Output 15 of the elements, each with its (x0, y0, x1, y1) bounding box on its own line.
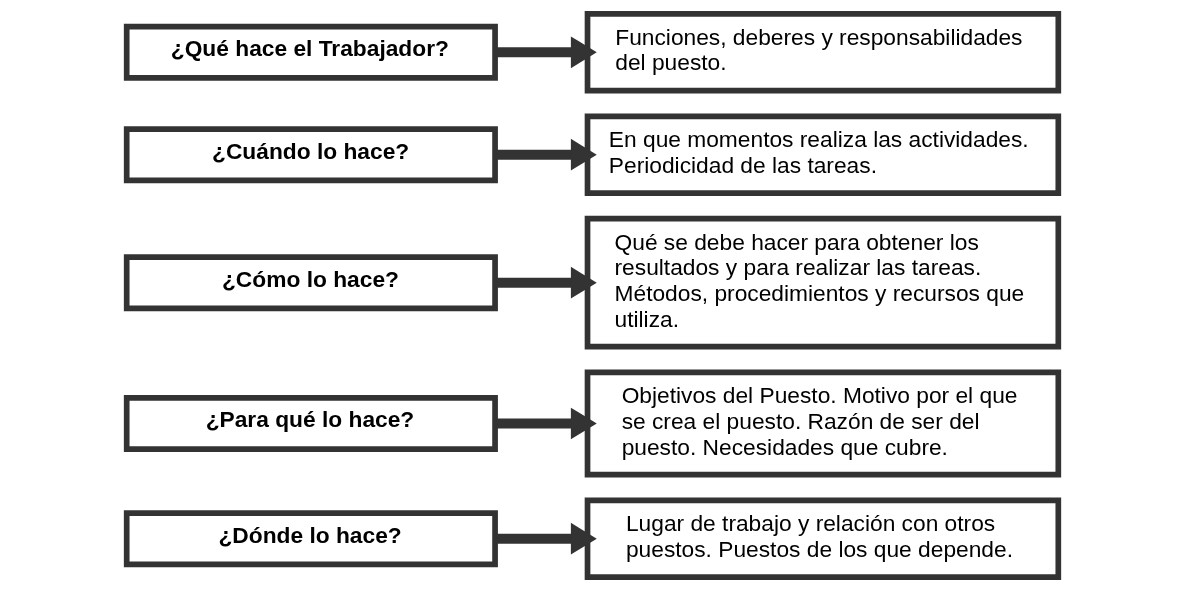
arrow (494, 266, 597, 299)
node-box: En que momentos realiza las actividades. Periodicidad de las tareas. (584, 113, 1061, 196)
node-box: ¿Qué hace el Trabajador? (123, 23, 498, 81)
node-box: Lugar de trabajo y relación con otros puestos. Puestos de los que depende. (584, 497, 1061, 580)
node-box: Qué se debe hacer para obtener los resultados y para realizar las tareas. Métodos, procedimientos y recursos que utiliza. (584, 215, 1061, 350)
arrow (494, 522, 597, 555)
arrow (494, 36, 597, 69)
node-box: ¿Cuándo lo hace? (123, 126, 498, 184)
node-box: Funciones, deberes y responsabilidades del puesto. (584, 11, 1061, 94)
arrow (494, 138, 597, 171)
node-box: ¿Cómo lo hace? (123, 254, 498, 312)
arrow (494, 407, 597, 440)
node-box: ¿Dónde lo hace? (123, 510, 498, 568)
node-box: Objetivos del Puesto. Motivo por el que se crea el puesto. Razón de ser del puesto. Necesidades que cubre. (584, 369, 1061, 478)
node-box: ¿Para qué lo hace? (123, 395, 498, 452)
